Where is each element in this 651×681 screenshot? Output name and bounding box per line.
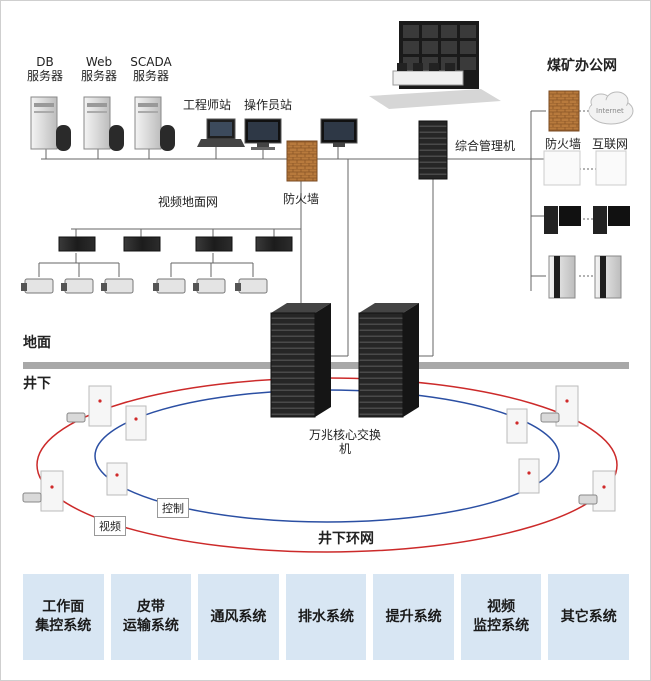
firewall-label: 防火墙 — [283, 192, 320, 206]
video-switch-icon — [58, 236, 293, 252]
subsystem-row: 工作面 集控系统 皮带 运输系统 通风系统 排水系统 提升系统 视频 监控系统 … — [23, 574, 630, 660]
system-box: 排水系统 — [285, 574, 367, 660]
db-server-label: DB 服务器 — [26, 55, 63, 83]
system-box: 通风系统 — [198, 574, 279, 660]
web-server-icon — [83, 96, 124, 151]
connection-lines — [38, 110, 596, 357]
ground-label: 地面 — [23, 335, 51, 351]
internet-label: 互联网 — [592, 137, 629, 151]
ring-tag-video: 视频 — [94, 516, 126, 536]
ring-tag-control: 控制 — [157, 498, 189, 518]
office-pc-icon — [543, 150, 627, 186]
management-cabinet-icon — [418, 120, 448, 180]
engineer-station-label: 工程师站 — [183, 98, 232, 112]
office-firewall-icon — [548, 90, 580, 132]
operator-workstation-icon — [244, 118, 282, 150]
system-box: 提升系统 — [373, 574, 454, 660]
office-server-icon — [548, 255, 622, 299]
system-box: 工作面 集控系统 — [23, 574, 104, 660]
office-net-title: 煤矿办公网 — [547, 58, 617, 74]
internet-cloud-icon — [588, 91, 634, 125]
web-server-label: Web 服务器 — [80, 55, 117, 83]
underground-label: 井下 — [23, 376, 51, 392]
control-room-video-wall-icon — [369, 21, 501, 109]
laptop-icon — [197, 118, 245, 147]
monitor-icon — [320, 118, 358, 147]
scada-server-icon — [134, 96, 175, 151]
internet-cloud-text: Internet — [596, 107, 624, 115]
video-ground-net-label: 视频地面网 — [158, 195, 219, 209]
office-firewall-label: 防火墙 — [545, 137, 582, 151]
ring-net-label: 井下环网 — [318, 531, 374, 547]
system-box: 皮带 运输系统 — [110, 574, 192, 660]
core-switch-cabinet-icon — [270, 303, 419, 418]
system-box: 其它系统 — [548, 574, 630, 660]
operator-station-label: 操作员站 — [244, 98, 293, 112]
firewall-icon — [286, 140, 318, 182]
db-server-icon — [30, 96, 71, 151]
scada-server-label: SCADA 服务器 — [130, 55, 172, 83]
ring-node-box-icon — [40, 385, 616, 512]
core-switch-label: 万兆核心交换 机 — [308, 428, 381, 456]
mgmt-cabinet-label: 综合管理机 — [455, 139, 516, 153]
underground-camera-icon — [22, 412, 598, 505]
office-monitor-icon — [544, 206, 630, 234]
ring-node-led-icon — [50, 399, 606, 489]
camera-icon — [21, 278, 268, 294]
system-box: 视频 监控系统 — [460, 574, 542, 660]
